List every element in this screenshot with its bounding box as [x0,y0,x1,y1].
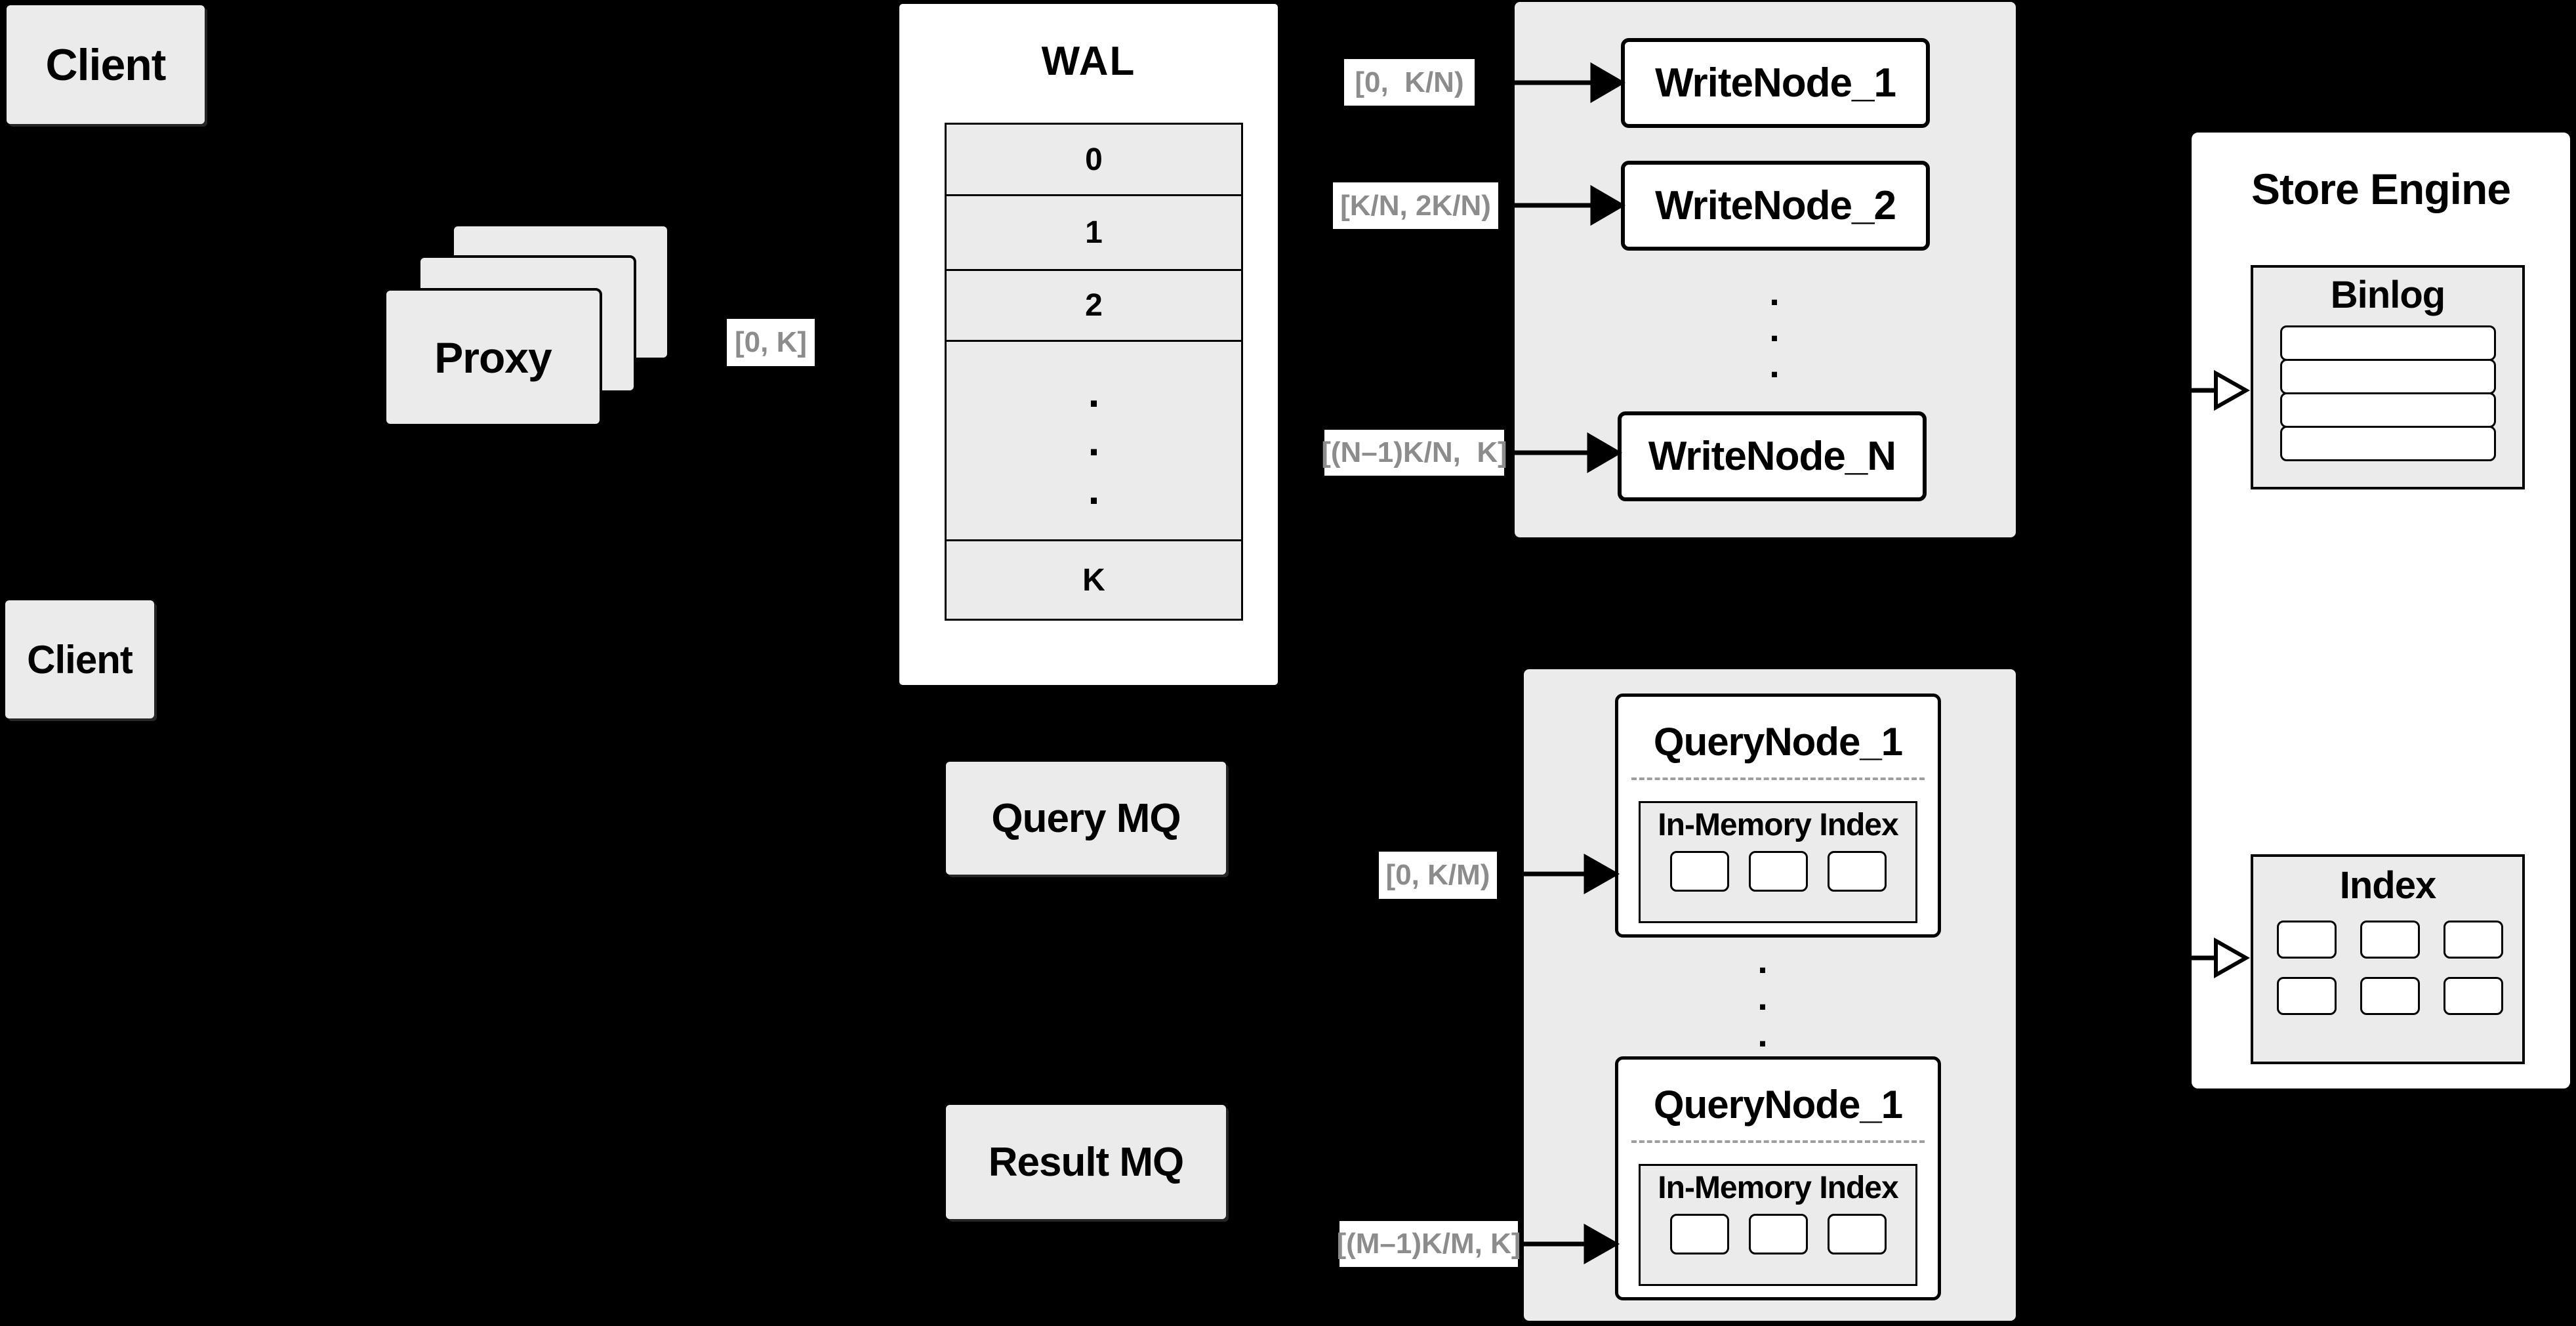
binlog-row [2280,359,2496,394]
write-node-2-label: WriteNode_2 [1655,183,1896,228]
inmemory-segments-top [1641,851,1915,892]
index-title: Index [2339,864,2437,907]
write-nodes-ellipsis: . . . [1758,266,1791,390]
range-label-proxy-to-wal: [0, K] [727,319,815,366]
index-segment [2360,921,2420,959]
inmemory-index-box-top: In-Memory Index [1639,801,1917,923]
range-label-query-m: [(M–1)K/M, K] [1336,1221,1521,1267]
wal-row-1: 1 [945,194,1243,271]
query-node-bottom-title: QueryNode_1 [1653,1083,1903,1127]
wal-table: 0 1 2 . . . K [899,123,1278,621]
query-node-top-divider [1631,777,1925,780]
binlog-row [2280,392,2496,428]
wal-box: WAL 0 1 2 . . . K [897,2,1280,687]
write-node-n-label: WriteNode_N [1648,434,1896,479]
wal-row-k: K [945,539,1243,621]
binlog-box: Binlog [2251,265,2525,489]
ellipsis-dot: . [1088,368,1100,416]
query-mq-label: Query MQ [991,795,1181,841]
range-label-write-1: [0, K/N) [1344,59,1475,106]
binlog-row [2280,426,2496,461]
inmemory-segment [1827,851,1887,892]
ellipsis-dot: . [1769,343,1780,385]
inmemory-index-box-bottom: In-Memory Index [1639,1164,1917,1286]
query-node-top-title: QueryNode_1 [1653,720,1903,764]
inmemory-segment [1669,1214,1729,1254]
range-label-write-2: [K/N, 2K/N) [1333,182,1498,229]
wal-row-0: 0 [945,123,1243,196]
ellipsis-dot: . [1757,976,1768,1018]
inmemory-index-title-top: In-Memory Index [1658,808,1898,842]
query-node-bottom: QueryNode_1 In-Memory Index [1615,1056,1941,1300]
inmemory-segment [1669,851,1729,892]
inmemory-segment [1827,1214,1887,1254]
wal-title: WAL [1041,39,1136,84]
write-node-n: WriteNode_N [1618,411,1927,501]
wal-row-2: 2 [945,269,1243,342]
wal-row-ellipsis: . . . [945,340,1243,541]
inmemory-segment [1748,851,1808,892]
query-node-top: QueryNode_1 In-Memory Index [1615,694,1941,938]
ellipsis-dot: . [1757,1012,1768,1054]
inmemory-segments-bottom [1641,1214,1915,1254]
proxy-card-front: Proxy [384,288,602,426]
query-node-bottom-divider [1631,1140,1925,1143]
index-box: Index [2251,854,2525,1064]
ellipsis-dot: . [1769,271,1780,313]
binlog-title: Binlog [2330,274,2445,316]
ellipsis-dot: . [1088,465,1100,513]
client-bottom-label: Client [27,637,133,682]
index-segments [2253,921,2522,1015]
range-label-query-1: [0, K/M) [1379,852,1497,899]
index-segment [2360,977,2420,1015]
result-mq-label: Result MQ [988,1139,1185,1185]
query-mq-box: Query MQ [946,762,1226,875]
index-segment [2443,977,2503,1015]
client-box-bottom: Client [5,600,154,718]
ellipsis-dot: . [1757,939,1768,981]
binlog-rows [2253,325,2522,461]
write-node-1-label: WriteNode_1 [1655,60,1896,106]
client-box-top: Client [7,5,205,124]
ellipsis-dot: . [1088,417,1100,465]
binlog-row [2280,325,2496,361]
index-segment [2276,921,2337,959]
inmemory-segment [1748,1214,1808,1254]
store-engine-box: Store Engine Binlog Index [2189,130,2573,1091]
proxy-label: Proxy [434,333,552,382]
ellipsis-dot: . [1769,307,1780,349]
client-top-label: Client [45,39,167,90]
index-segment [2276,977,2337,1015]
inmemory-index-title-bottom: In-Memory Index [1658,1171,1898,1205]
store-engine-title: Store Engine [2251,165,2511,213]
index-segment [2443,921,2503,959]
result-mq-box: Result MQ [946,1105,1226,1219]
write-node-1: WriteNode_1 [1621,38,1930,128]
range-label-write-n: [(N–1)K/N, K] [1321,430,1507,476]
write-node-2: WriteNode_2 [1621,161,1930,251]
query-nodes-ellipsis: . . . [1746,940,1779,1054]
